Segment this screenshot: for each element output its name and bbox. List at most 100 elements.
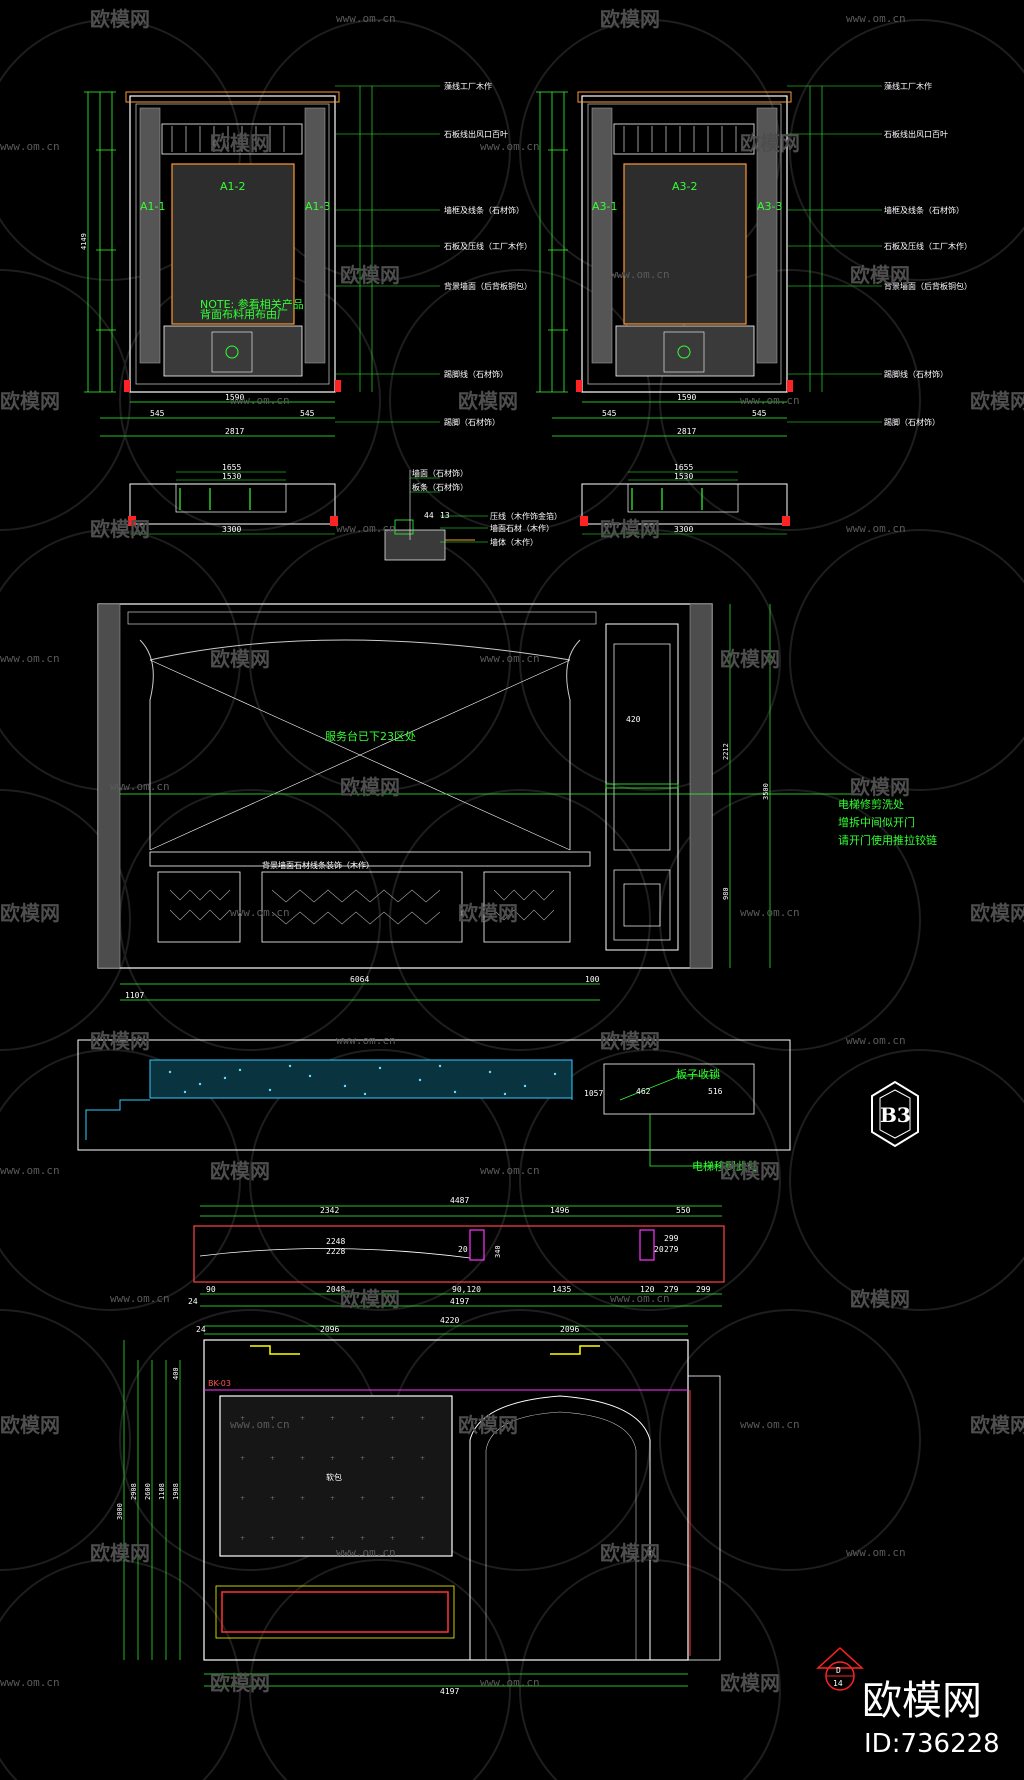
wm-site-24: www.om.cn [846, 1546, 906, 1559]
a1-left-a: 545 [150, 409, 165, 418]
wm-logo-25: 欧模网 [0, 1413, 60, 1437]
wm-site-13: www.om.cn [230, 906, 290, 919]
wm-site-20: www.om.cn [610, 1292, 670, 1305]
a1-note-5: 背景墙面（后背板铜包） [444, 281, 532, 291]
lower-elevation: +++++++ +++++++ +++++++ +++++++ 软包 BK-03… [116, 1316, 864, 1696]
svg-text:+: + [420, 1535, 425, 1542]
svg-text:+: + [330, 1455, 335, 1462]
wm-site-1: www.om.cn [336, 12, 396, 25]
wm-site-25: www.om.cn [0, 1676, 60, 1689]
panel-a3-3: A3-3 [757, 200, 783, 213]
wm-logo-2: 欧模网 [600, 7, 660, 31]
svg-text:+: + [390, 1455, 395, 1462]
wm-site-12: www.om.cn [110, 780, 170, 793]
plan-left-top-b: 1530 [222, 472, 241, 481]
wm-site-8: www.om.cn [336, 522, 396, 535]
lp-top-a: 2342 [320, 1206, 339, 1215]
lp-top-total: 4487 [450, 1196, 469, 1205]
le-bot-total: 4197 [440, 1687, 459, 1696]
plan-right-bottom: 3300 [674, 525, 693, 534]
lp-bot-a: 90 [206, 1285, 216, 1294]
main-center-note: 服务台已下23区处 [325, 729, 416, 743]
wm-logo-26: 欧模网 [458, 1413, 518, 1437]
svg-text:+: + [420, 1455, 425, 1462]
detail-note-5: 墙体（木作） [490, 537, 538, 547]
svg-text:+: + [360, 1415, 365, 1422]
wm-site-9: www.om.cn [846, 522, 906, 535]
wm-site-5: www.om.cn [610, 268, 670, 281]
a3-notes: 藻线工厂木作 石板线出风口百叶 墙框及线条（石材饰） 石板及压线（工厂木作） 背… [884, 81, 972, 427]
main-side-note-1: 电梯修剪洗处 [838, 797, 904, 811]
le-top-left: 24 [196, 1325, 206, 1334]
lp-inner-a: 2248 [326, 1237, 345, 1246]
wm-site-3: www.om.cn [0, 140, 60, 153]
a3-width-inner: 1590 [677, 393, 696, 402]
plan-right-top-b: 1530 [674, 472, 693, 481]
svg-text:+: + [270, 1415, 275, 1422]
detail-note-2: 板条（石材饰） [412, 482, 468, 492]
a3-note-5: 背景墙面（后背板铜包） [884, 281, 972, 291]
a1-note-4: 石板及压线（工厂木作） [444, 241, 532, 251]
panel-a1-3: A1-3 [305, 200, 331, 213]
wm-logo-13: 欧模网 [720, 647, 780, 671]
lp-bot-f: 279 [664, 1285, 679, 1294]
wm-logo-4: 欧模网 [740, 131, 800, 155]
a1-height-total: 4149 [80, 233, 88, 250]
le-h-c: 1108 [158, 1483, 166, 1500]
b3-dim-b: 462 [636, 1087, 651, 1096]
svg-text:+: + [240, 1495, 245, 1502]
a1-note-1: 藻线工厂木作 [444, 81, 492, 91]
wm-logo-24: 欧模网 [850, 1287, 910, 1311]
svg-text:+: + [390, 1535, 395, 1542]
svg-text:+: + [360, 1535, 365, 1542]
a3-note-6: 踢脚线（石材饰） [884, 369, 948, 379]
brand-id: ID:736228 [864, 1729, 1000, 1759]
small-plan-right: 1655 1530 3300 [580, 463, 790, 535]
wm-logo-23: 欧模网 [340, 1287, 400, 1311]
wm-site-2: www.om.cn [846, 12, 906, 25]
main-cab-dim: 420 [626, 715, 641, 724]
svg-text:+: + [420, 1495, 425, 1502]
b3-callout-2: 电梯移到此处 [692, 1160, 758, 1173]
wm-site-7: www.om.cn [740, 394, 800, 407]
a1-width-total: 2817 [225, 427, 244, 436]
main-sub-height-b: 980 [722, 887, 730, 900]
a3-note-4: 石板及压线（工厂木作） [884, 241, 972, 251]
lp-bot-c: 90,120 [452, 1285, 481, 1294]
wm-site-16: www.om.cn [846, 1034, 906, 1047]
wm-logo-9: 欧模网 [970, 389, 1024, 413]
le-h-e: 400 [172, 1367, 180, 1380]
wm-site-11: www.om.cn [480, 652, 540, 665]
wm-logo-8: 欧模网 [458, 389, 518, 413]
panel-a1-1: A1-1 [140, 200, 166, 213]
wm-logo-3: 欧模网 [210, 131, 270, 155]
lp-top-c: 550 [676, 1206, 691, 1215]
a3-width-total: 2817 [677, 427, 696, 436]
a1-right-b: 545 [300, 409, 315, 418]
svg-text:+: + [240, 1455, 245, 1462]
a1-notes: 藻线工厂木作 石板线出风口百叶 墙框及线条（石材饰） 石板及压线（工厂木作） 背… [444, 81, 532, 427]
svg-text:+: + [240, 1415, 245, 1422]
lp-right-c: 20 [654, 1245, 664, 1254]
wm-site-10: www.om.cn [0, 652, 60, 665]
wm-site-4: www.om.cn [480, 140, 540, 153]
svg-text:+: + [390, 1415, 395, 1422]
wm-logo-15: 欧模网 [850, 775, 910, 799]
le-center: 软包 [326, 1472, 342, 1482]
b3-dim-a: 1057 [584, 1089, 603, 1098]
svg-text:+: + [270, 1535, 275, 1542]
wm-logo-29: 欧模网 [600, 1541, 660, 1565]
a1-note-3: 墙框及线条（石材饰） [444, 205, 524, 215]
le-top-total: 4220 [440, 1316, 459, 1325]
svg-text:+: + [360, 1495, 365, 1502]
lp-right-b: 279 [664, 1245, 679, 1254]
plan-right-top-a: 1655 [674, 463, 693, 472]
main-sub-height-a: 2212 [722, 743, 730, 760]
lp-top-b: 1496 [550, 1206, 569, 1215]
wm-logo-20: 欧模网 [600, 1029, 660, 1053]
lp-bot-b: 2048 [326, 1285, 345, 1294]
main-width: 6064 [350, 975, 369, 984]
wm-site-21: www.om.cn [230, 1418, 290, 1431]
lp-bot-e: 120 [640, 1285, 655, 1294]
